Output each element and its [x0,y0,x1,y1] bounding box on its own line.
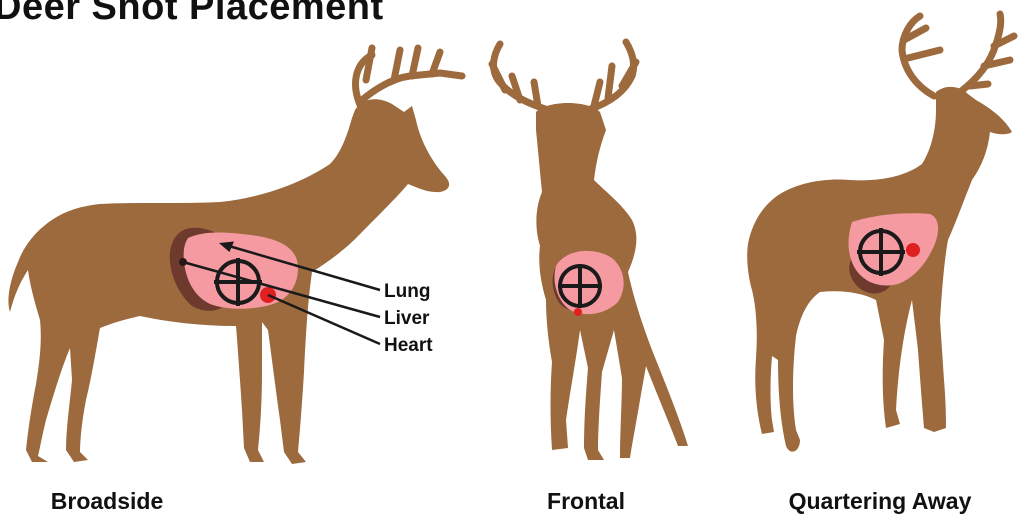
frontal-antlers [492,42,636,110]
lung-label: Lung [384,281,430,302]
frontal-crosshair [558,264,602,308]
caption-quartering-away: Quartering Away [789,488,972,515]
broadside-lung [184,233,298,309]
frontal-heart [574,308,582,316]
caption-broadside: Broadside [51,488,163,515]
caption-frontal: Frontal [547,488,625,515]
broadside-deer: Lung Liver Heart [8,48,462,464]
frontal-deer [492,42,688,460]
quartering-heart [906,243,920,257]
broadside-antlers [356,48,462,105]
liver-label: Liver [384,308,430,329]
heart-label: Heart [384,335,433,356]
quartering-away-deer [747,14,1014,452]
quartering-antlers [902,14,1014,96]
